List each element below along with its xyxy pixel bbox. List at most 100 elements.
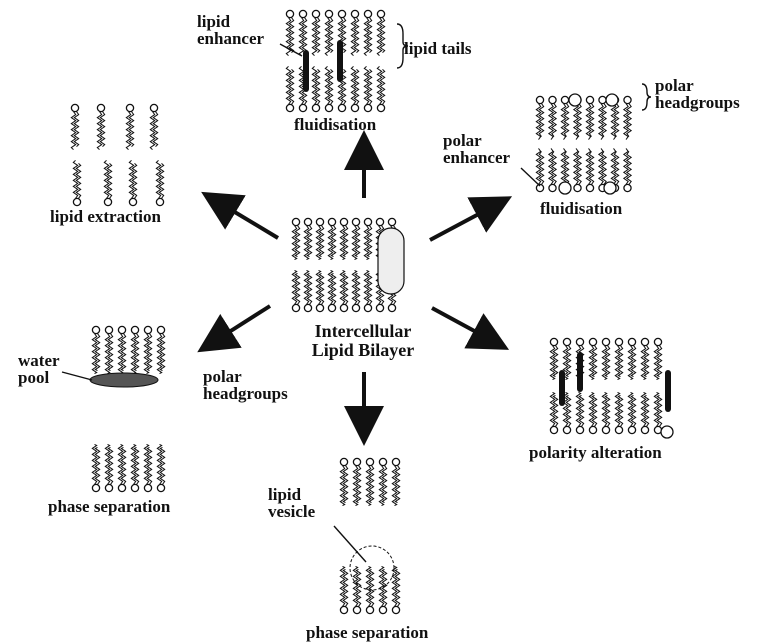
lipid-head: [292, 218, 299, 225]
lipid-head: [602, 426, 609, 433]
center-label-line2: Lipid Bilayer: [292, 341, 434, 360]
lipid-head: [71, 104, 78, 111]
lipid-tail: [108, 334, 112, 371]
lipid-tail: [134, 334, 138, 371]
lipid-head: [641, 338, 648, 345]
lipid-tail: [132, 163, 136, 198]
lipid-head: [338, 10, 345, 17]
top-enhancer-line2: enhancer: [197, 30, 264, 47]
lipid-tail: [121, 447, 125, 484]
lipid-head: [105, 484, 112, 491]
lipid-head: [550, 338, 557, 345]
lipid-head: [563, 426, 570, 433]
lipid-tail: [343, 466, 347, 503]
lipid-head: [129, 198, 136, 205]
lipid-head: [589, 426, 596, 433]
lipid-head: [602, 338, 609, 345]
top-right-enhancer-line2: enhancer: [443, 149, 510, 166]
lipid-head: [118, 326, 125, 333]
bottom-left-headgroups-label: polar headgroups: [203, 368, 288, 402]
lipid-head: [628, 338, 635, 345]
lipid-tail: [382, 466, 386, 503]
enhancer-pointer: [521, 168, 540, 186]
protein-cylinder: [378, 228, 404, 294]
lipid-tail: [328, 18, 332, 53]
lipid-head: [131, 484, 138, 491]
lipid-head: [73, 198, 80, 205]
lipid-tail: [380, 69, 384, 104]
lipid-head: [351, 104, 358, 111]
panel-bottom-bilayer: [334, 458, 400, 613]
lipid-head: [377, 104, 384, 111]
top-right-headgroups-line1: polar: [655, 77, 740, 94]
lipid-head: [292, 304, 299, 311]
lipid-head: [586, 184, 593, 191]
arrow-down-right: [432, 308, 502, 346]
lipid-head: [550, 426, 557, 433]
enhancer-molecule: [559, 370, 565, 406]
lipid-head: [105, 326, 112, 333]
lipid-head: [126, 104, 133, 111]
enhancer-pointer: [280, 44, 302, 56]
lipid-head: [388, 304, 395, 311]
lipid-head: [312, 104, 319, 111]
headgroups-brace: [642, 84, 651, 110]
lipid-head: [328, 218, 335, 225]
lipid-tail: [121, 334, 125, 371]
lipid-head: [156, 198, 163, 205]
bottom-left-headgroups-line1: polar: [203, 368, 288, 385]
lipid-tail: [107, 163, 111, 198]
lipid-head: [131, 326, 138, 333]
polar-enhancer: [661, 426, 673, 438]
bottom-left-caption: phase separation: [48, 498, 170, 515]
panels: [62, 10, 673, 613]
lipid-tail: [159, 163, 163, 198]
lipid-tail: [356, 466, 360, 503]
lipid-head: [118, 484, 125, 491]
lipid-head: [351, 10, 358, 17]
lipid-head: [353, 606, 360, 613]
lipid-head: [624, 96, 631, 103]
lipid-tail: [369, 569, 373, 606]
panel-bottom-right-bilayer: [550, 338, 673, 438]
lipid-head: [624, 184, 631, 191]
lipid-tail: [315, 69, 319, 104]
lipid-tail: [100, 112, 104, 147]
lipid-head: [340, 304, 347, 311]
lipid-head: [615, 426, 622, 433]
lipid-head: [286, 104, 293, 111]
lipid-head: [286, 10, 293, 17]
lipid-tail: [153, 112, 157, 147]
lipid-head: [97, 104, 104, 111]
lipid-head: [316, 304, 323, 311]
arrow-up-right: [430, 200, 505, 240]
lipid-tail: [160, 447, 164, 484]
lipid-head: [376, 218, 383, 225]
lipid-tail: [328, 69, 332, 104]
lipid-head: [549, 184, 556, 191]
lipid-tail: [95, 334, 99, 371]
lipid-tail: [76, 163, 80, 198]
lipid-tail: [160, 334, 164, 371]
lipid-head: [563, 338, 570, 345]
lipid-head: [304, 304, 311, 311]
lipid-tail: [356, 569, 360, 606]
top-right-caption: fluidisation: [540, 200, 622, 217]
lipid-head: [338, 104, 345, 111]
lipid-head: [316, 218, 323, 225]
lipid-tail: [289, 69, 293, 104]
lipid-head: [589, 338, 596, 345]
water-pointer: [62, 372, 92, 380]
lipid-head: [379, 458, 386, 465]
lipid-head: [366, 606, 373, 613]
bottom-left-water-line1: water: [18, 352, 60, 369]
enhancer-molecule: [665, 370, 671, 412]
top-right-headgroups-line2: headgroups: [655, 94, 740, 111]
lipid-tail: [354, 18, 358, 53]
lipid-head: [352, 304, 359, 311]
center-label: Intercellular Lipid Bilayer: [292, 322, 434, 360]
lipid-tail: [315, 18, 319, 53]
lipid-head: [340, 218, 347, 225]
bottom-left-headgroups-line2: headgroups: [203, 385, 288, 402]
arrow-down-left: [204, 306, 270, 348]
